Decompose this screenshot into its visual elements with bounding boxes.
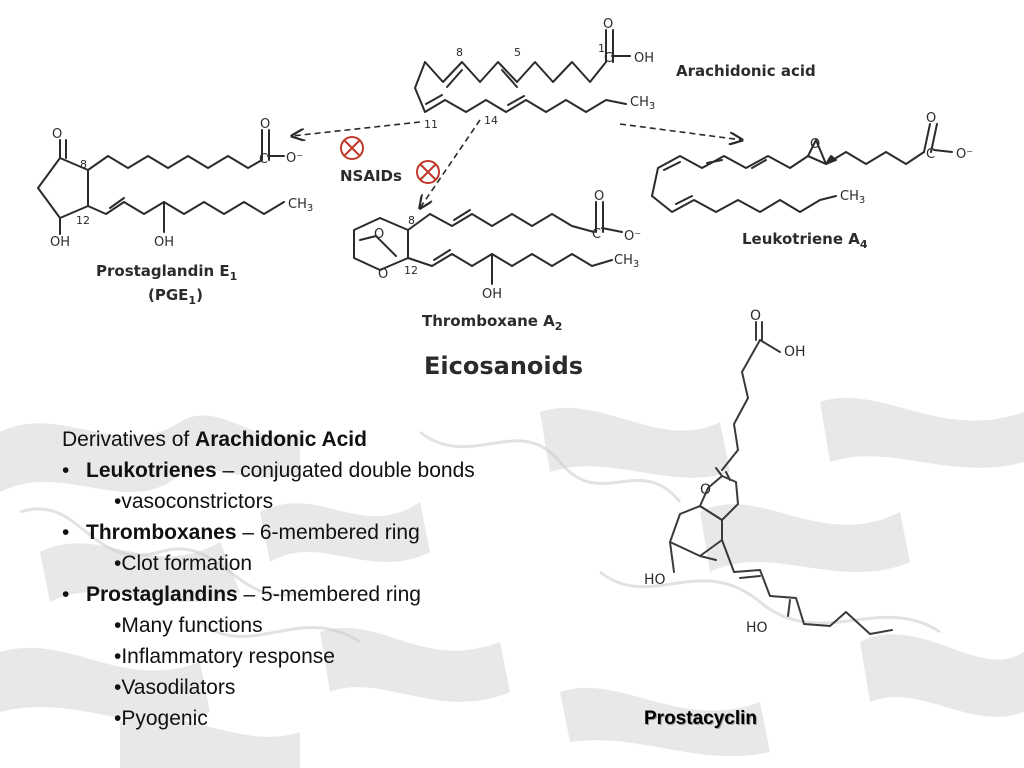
sub-bullet-vasodilators: •Vasodilators: [114, 676, 236, 699]
label-thromboxane-a2: Thromboxane A2: [422, 312, 562, 333]
bullet-dot: •: [62, 583, 70, 606]
carbon-number-8-txa2: 8: [408, 214, 415, 227]
carbon-number-12-txa2: 12: [404, 264, 418, 277]
label-prostaglandin-e1-text: Prostaglandin E: [96, 262, 230, 280]
bullet-prostaglandins: • Prostaglandins – 5-membered ring: [62, 579, 582, 610]
nsaid-inhibit-icon-2: [416, 160, 440, 184]
sub-bullet-pyogenic: •Pyogenic: [114, 707, 208, 730]
carbon-number-8: 8: [456, 46, 463, 59]
label-leukotriene-a4-text: Leukotriene A: [742, 230, 860, 248]
atom-ominus-lta4: O⁻: [956, 147, 973, 162]
carbon-number-11: 11: [424, 118, 438, 131]
atom-o-pge1-ketone: O: [52, 127, 62, 142]
atom-o-txa2-bridge: O: [374, 227, 384, 242]
label-prostaglandin-e1: Prostaglandin E1: [96, 262, 237, 283]
atom-o-prostacyclin-ring: O: [700, 482, 711, 498]
atom-o-prostacyclin: O: [750, 308, 761, 324]
bullet-leukotrienes: • Leukotrienes – conjugated double bonds: [62, 455, 582, 486]
bullet-leukotrienes-desc: – conjugated double bonds: [216, 459, 475, 482]
bullet-thromboxanes-term: Thromboxanes: [86, 521, 237, 544]
background-ribbon-pattern: [0, 397, 1024, 768]
atom-ho-prostacyclin-chain: HO: [746, 620, 768, 636]
atom-oh-pge1-ring: OH: [50, 235, 70, 250]
bullet-thromboxanes-desc: – 6-membered ring: [236, 521, 420, 544]
label-pge1: (PGE1): [148, 286, 203, 307]
atom-o-txa2-ring: O: [378, 267, 388, 282]
label-leukotriene-a4-sub: 4: [859, 238, 868, 251]
label-pge1-sub: 1: [188, 294, 197, 307]
atom-oh-txa2: OH: [482, 287, 502, 302]
sub-bullet-clot-formation: •Clot formation: [114, 552, 253, 575]
bullet-dot: •: [62, 459, 70, 482]
atom-o-aa: O: [603, 17, 613, 32]
carbon-number-8-pge1: 8: [80, 158, 87, 171]
leukotriene-a4-structure: [651, 123, 953, 213]
atom-c-pge1: C: [259, 152, 268, 167]
atom-ch3-pge1: CH3: [288, 197, 313, 214]
bullet-intro-prefix: Derivatives of: [62, 428, 196, 451]
arachidonic-acid-structure: [414, 29, 631, 113]
atom-ch3-lta4: CH3: [840, 189, 865, 206]
label-thromboxane-a2-sub: 2: [554, 320, 563, 333]
nsaid-inhibit-icon-1: [340, 136, 364, 160]
bullet-prostaglandins-desc: – 5-membered ring: [237, 583, 421, 606]
bullet-thromboxanes: • Thromboxanes – 6-membered ring: [62, 517, 582, 548]
bullet-dot: •: [62, 521, 70, 544]
carbon-number-5: 5: [514, 46, 521, 59]
atom-c-txa2: C: [592, 227, 601, 242]
sub-bullet-many-functions: •Many functions: [114, 614, 263, 637]
label-prostaglandin-e1-sub: 1: [229, 270, 238, 283]
nsaids-label: NSAIDs: [340, 167, 402, 185]
bullet-list: Derivatives of Arachidonic Acid • Leukotr…: [62, 424, 582, 734]
atom-ch3-txa2: CH3: [614, 253, 639, 270]
slide-title: Eicosanoids: [424, 352, 584, 380]
bullet-prostaglandins-term: Prostaglandins: [86, 583, 238, 606]
bullet-intro-bold: Arachidonic Acid: [195, 428, 367, 451]
carbon-number-12-pge1: 12: [76, 214, 90, 227]
atom-oh-prostacyclin: OH: [784, 344, 806, 360]
atom-o-pge1: O: [260, 117, 270, 132]
atom-c-aa: C: [604, 51, 613, 66]
sub-bullet-vasoconstrictors: •vasoconstrictors: [114, 490, 274, 513]
label-pge1-text: (PGE: [148, 286, 189, 304]
bullet-intro: Derivatives of Arachidonic Acid: [62, 424, 582, 455]
atom-oh-pge1-chain: OH: [154, 235, 174, 250]
pathway-arrows: [292, 119, 742, 208]
label-prostacyclin: Prostacyclin: [644, 708, 757, 729]
label-thromboxane-a2-text: Thromboxane A: [422, 312, 555, 330]
carbon-number-14: 14: [484, 114, 498, 127]
atom-ch3-aa: CH3: [630, 95, 655, 112]
label-pge1-close: ): [196, 286, 203, 304]
atom-ho-prostacyclin-ring: HO: [644, 572, 666, 588]
bullet-leukotrienes-term: Leukotrienes: [86, 459, 217, 482]
prostacyclin-structure: [669, 321, 893, 635]
thromboxane-a2-structure: [353, 201, 623, 285]
sub-bullet-inflammatory-response: •Inflammatory response: [114, 645, 335, 668]
prostaglandin-e1-structure: [37, 129, 285, 235]
atom-o-lta4-epoxide: O: [810, 137, 820, 152]
atom-ominus-pge1: O⁻: [286, 151, 303, 166]
carbon-number-1: 1: [598, 42, 605, 55]
label-arachidonic-acid: Arachidonic acid: [676, 62, 816, 80]
atom-o-txa2: O: [594, 189, 604, 204]
atom-oh-aa: OH: [634, 51, 654, 66]
atom-o-lta4: O: [926, 111, 936, 126]
atom-c-lta4: C: [926, 147, 935, 162]
atom-ominus-txa2: O⁻: [624, 229, 641, 244]
label-leukotriene-a4: Leukotriene A4: [742, 230, 868, 251]
